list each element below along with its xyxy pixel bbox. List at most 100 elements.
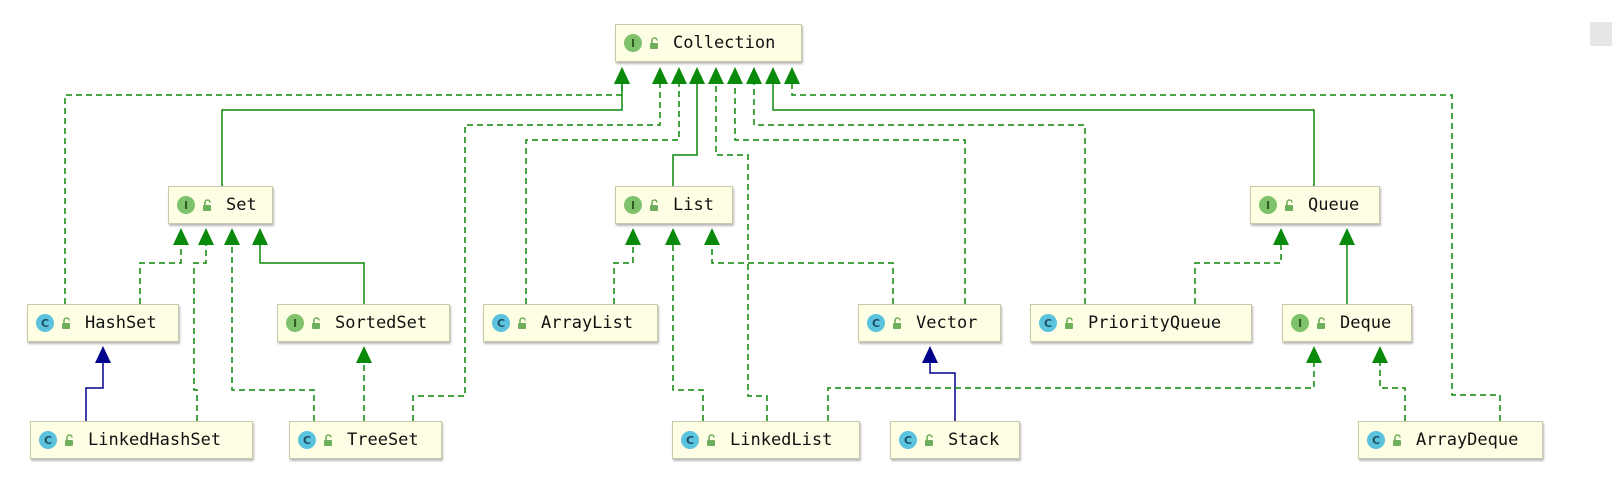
arrowhead-treeset-to-sortedset [356, 346, 372, 363]
node-label: Queue [1308, 195, 1360, 215]
arrowhead-hashset-to-collection [614, 67, 630, 84]
arrowhead-linkedlist-to-deque [1306, 346, 1322, 363]
edge-stack-to-vector [929, 363, 956, 421]
node-label: List [673, 195, 714, 215]
node-arraylist[interactable]: C ArrayList [483, 304, 658, 342]
node-linkedlist[interactable]: C LinkedList [672, 421, 860, 459]
node-label: LinkedHashSet [88, 430, 222, 450]
edge-vector-to-list [711, 245, 894, 304]
node-priorityqueue[interactable]: C PriorityQueue [1030, 304, 1252, 342]
node-sortedset[interactable]: I SortedSet [277, 304, 450, 342]
arrowhead-linkedlist-to-list [665, 228, 681, 245]
arrowhead-stack-to-vector [922, 346, 938, 363]
unlock-icon [650, 37, 658, 49]
node-queue[interactable]: I Queue [1250, 186, 1380, 224]
node-label: Deque [1340, 313, 1392, 333]
edge-linkedhashset-to-set [193, 245, 207, 421]
node-arraydeque[interactable]: C ArrayDeque [1358, 421, 1543, 459]
node-label: SortedSet [335, 313, 428, 333]
unlock-icon [707, 434, 715, 446]
edge-list-to-collection [672, 84, 698, 186]
node-label: Vector [916, 313, 978, 333]
node-label: ArrayDeque [1416, 430, 1519, 450]
node-collection[interactable]: I Collection [615, 24, 802, 62]
unlock-icon [893, 317, 901, 329]
node-list[interactable]: I List [615, 186, 733, 224]
class-badge-icon: C [36, 314, 54, 332]
node-label: Set [226, 195, 257, 215]
arrowhead-arraydeque-to-collection [784, 67, 800, 84]
arrowhead-linkedlist-to-collection [708, 67, 724, 84]
scrollbar-corner [1590, 22, 1612, 46]
edge-linkedlist-to-collection [715, 84, 768, 421]
arrowhead-vector-to-list [704, 228, 720, 245]
edge-priorityqueue-to-queue [1194, 245, 1282, 304]
node-label: PriorityQueue [1088, 313, 1222, 333]
edge-hashset-to-set [139, 245, 182, 304]
node-label: ArrayList [541, 313, 634, 333]
unlock-icon [1317, 317, 1325, 329]
arrowhead-arraylist-to-collection [671, 67, 687, 84]
arrowhead-linkedhashset-to-set [198, 228, 214, 245]
edge-arraydeque-to-collection [791, 84, 1501, 421]
unlock-icon [324, 434, 332, 446]
unlock-icon [65, 434, 73, 446]
edge-treeset-to-collection [412, 84, 661, 421]
class-badge-icon: C [899, 431, 917, 449]
node-vector[interactable]: C Vector [858, 304, 1001, 342]
interface-badge-icon: I [286, 314, 304, 332]
edge-priorityqueue-to-collection [753, 84, 1086, 304]
edge-arraydeque-to-deque [1379, 363, 1406, 421]
node-label: TreeSet [347, 430, 419, 450]
arrowhead-treeset-to-set [224, 228, 240, 245]
edge-set-to-collection [221, 84, 623, 186]
arrowhead-linkedhashset-to-hashset [95, 346, 111, 363]
arrowhead-list-to-collection [689, 67, 705, 84]
interface-badge-icon: I [624, 196, 642, 214]
interface-badge-icon: I [1291, 314, 1309, 332]
node-deque[interactable]: I Deque [1282, 304, 1412, 342]
arrowhead-queue-to-collection [765, 67, 781, 84]
interface-badge-icon: I [624, 34, 642, 52]
arrowhead-vector-to-collection [727, 67, 743, 84]
unlock-icon [1393, 434, 1401, 446]
edge-arraylist-to-collection [525, 84, 680, 304]
interface-badge-icon: I [1259, 196, 1277, 214]
node-label: LinkedList [730, 430, 833, 450]
node-label: HashSet [85, 313, 157, 333]
unlock-icon [925, 434, 933, 446]
unlock-icon [203, 199, 211, 211]
arrowhead-treeset-to-collection [652, 67, 668, 84]
edge-linkedhashset-to-hashset [85, 363, 104, 421]
edge-hashset-to-collection [64, 84, 623, 304]
edge-linkedlist-to-deque [827, 363, 1315, 421]
node-label: Stack [948, 430, 1000, 450]
class-badge-icon: C [492, 314, 510, 332]
class-badge-icon: C [867, 314, 885, 332]
unlock-icon [62, 317, 70, 329]
node-stack[interactable]: C Stack [890, 421, 1020, 459]
arrowhead-deque-to-queue [1339, 228, 1355, 245]
node-treeset[interactable]: C TreeSet [289, 421, 442, 459]
edge-linkedlist-to-list [672, 245, 704, 421]
class-badge-icon: C [1039, 314, 1057, 332]
class-badge-icon: C [1367, 431, 1385, 449]
arrowhead-arraylist-to-list [625, 228, 641, 245]
node-label: Collection [673, 33, 776, 53]
edge-treeset-to-set [231, 245, 315, 421]
unlock-icon [1065, 317, 1073, 329]
arrowhead-sortedset-to-set [252, 228, 268, 245]
class-badge-icon: C [298, 431, 316, 449]
arrowhead-hashset-to-set [173, 228, 189, 245]
unlock-icon [518, 317, 526, 329]
arrowhead-priorityqueue-to-collection [746, 67, 762, 84]
class-badge-icon: C [681, 431, 699, 449]
node-hashset[interactable]: C HashSet [27, 304, 179, 342]
unlock-icon [312, 317, 320, 329]
node-set[interactable]: I Set [168, 186, 273, 224]
unlock-icon [1285, 199, 1293, 211]
edge-queue-to-collection [772, 84, 1315, 186]
interface-badge-icon: I [177, 196, 195, 214]
